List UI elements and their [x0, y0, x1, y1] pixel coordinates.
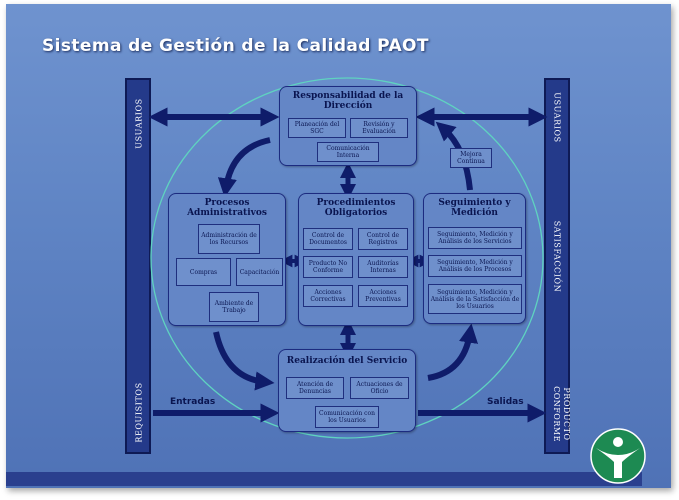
process-circle	[150, 77, 544, 439]
obligatorios-box: Procedimientos Obligatorios Control de D…	[298, 193, 414, 326]
seguimiento-satisfaccion-box: Seguimiento, Medición y Análisis de la S…	[428, 284, 522, 314]
direccion-box: Responsabilidad de la Dirección Planeaci…	[279, 86, 417, 166]
compras-box: Compras	[176, 258, 231, 286]
obligatorios-title: Procedimientos Obligatorios	[299, 198, 413, 218]
ambiente-trabajo-box: Ambiente de Trabajo	[209, 292, 259, 322]
comunicacion-usuarios-box: Comunicación con los Usuarios	[315, 406, 379, 428]
producto-no-conforme-box: Producto No Conforme	[303, 256, 353, 278]
planeacion-box: Planeación del SGC	[288, 118, 346, 138]
seguimiento-box: Seguimiento y Medición Seguimiento, Medi…	[423, 193, 526, 324]
mejora-continua-box: Mejora Continua	[450, 148, 492, 168]
control-registros-box: Control de Registros	[358, 228, 408, 250]
acciones-preventivas-box: Acciones Preventivas	[358, 285, 408, 307]
auditorias-internas-box: Auditorías Internas	[358, 256, 408, 278]
seguimiento-servicios-box: Seguimiento, Medición y Análisis de los …	[428, 227, 522, 249]
administracion-recursos-box: Administración de los Recursos	[198, 224, 260, 254]
comunicacion-interna-box: Comunicación Interna	[317, 142, 379, 162]
salidas-label: Salidas	[487, 397, 524, 407]
administrativos-title-line2: Administrativos	[187, 208, 267, 218]
actuaciones-oficio-box: Actuaciones de Oficio	[350, 377, 409, 399]
bottom-bar	[6, 472, 642, 486]
curve-arrow-bottom-left	[213, 331, 275, 391]
capacitacion-box: Capacitación	[236, 258, 283, 286]
direccion-title-line1: Responsabilidad de la	[292, 91, 404, 101]
direccion-title: Responsabilidad de la Dirección	[280, 91, 416, 111]
administrativos-box: Procesos Administrativos Administración …	[168, 193, 286, 326]
right-bar	[544, 78, 570, 454]
administrativos-title-line1: Procesos	[204, 198, 250, 208]
administrativos-title: Procesos Administrativos	[169, 198, 285, 218]
realizacion-title: Realización del Servicio	[286, 356, 408, 366]
paot-logo	[590, 428, 646, 484]
obligatorios-title-line2: Obligatorios	[324, 208, 388, 218]
obligatorios-title-line1: Procedimientos	[316, 198, 396, 208]
curve-arrow-top-left	[217, 137, 271, 198]
slide-title: Sistema de Gestión de la Calidad PAOT	[42, 36, 429, 56]
seguimiento-procesos-box: Seguimiento, Medición y Análisis de los …	[428, 255, 522, 277]
direccion-title-line2: Dirección	[323, 101, 373, 111]
acciones-correctivas-box: Acciones Correctivas	[303, 285, 353, 307]
seguimiento-title-line2: Medición	[451, 208, 498, 218]
atencion-denuncias-box: Atención de Denuncias	[286, 377, 344, 399]
curve-arrow-bottom-right	[427, 323, 479, 381]
entradas-label: Entradas	[170, 397, 216, 407]
realizacion-box: Realización del Servicio Atención de Den…	[278, 349, 416, 432]
control-documentos-box: Control de Documentos	[303, 228, 353, 250]
left-bar	[125, 78, 151, 454]
seguimiento-title-line1: Seguimiento y	[438, 198, 511, 208]
revision-box: Revisión y Evaluación	[350, 118, 408, 138]
seguimiento-title: Seguimiento y Medición	[424, 198, 525, 218]
